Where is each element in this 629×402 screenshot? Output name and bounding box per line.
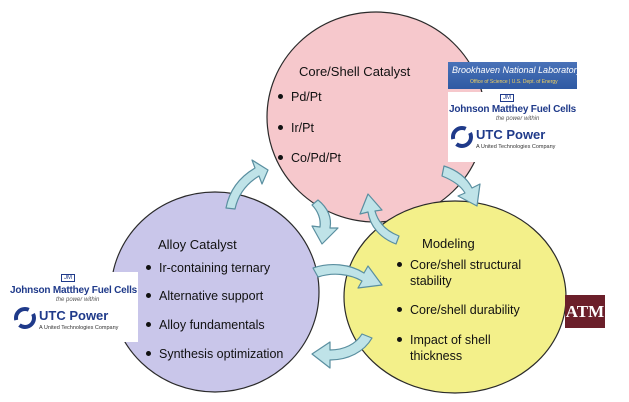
arrow-core-to-alloy-upper xyxy=(225,159,269,210)
alloy-item: Alternative support xyxy=(146,289,263,305)
modeling-item-label: Core/shell structural stability xyxy=(410,258,522,288)
brookhaven-logo-name: Brookhaven National Laboratory xyxy=(452,65,582,75)
jm-mark-icon: JM xyxy=(61,274,75,282)
partner-logos-top: JM Johnson Matthey Fuel Cells the power … xyxy=(448,92,580,162)
jm-logo-name: Johnson Matthey Fuel Cells xyxy=(10,285,138,296)
bullet-icon xyxy=(397,307,402,313)
alloy-item-label: Alternative support xyxy=(159,289,264,303)
core-shell-item: Pd/Pt xyxy=(278,90,322,106)
modeling-item: Impact of shell thickness xyxy=(397,333,520,364)
alloy-item: Synthesis optimization xyxy=(146,347,283,363)
modeling-item-label: Impact of shell thickness xyxy=(410,333,491,363)
core-shell-item: Ir/Pt xyxy=(278,121,314,137)
alloy-item-label: Ir-containing ternary xyxy=(159,261,271,275)
bullet-icon xyxy=(397,262,402,268)
utc-logo-sub: A United Technologies Company xyxy=(476,144,556,150)
core-shell-item-label: Pd/Pt xyxy=(291,90,322,104)
modeling-title: Modeling xyxy=(422,236,475,251)
bullet-icon xyxy=(278,155,283,161)
arrow-modeling-to-alloy-lower xyxy=(311,333,373,369)
alloy-item: Alloy fundamentals xyxy=(146,318,265,334)
bullet-icon xyxy=(146,293,151,299)
modeling-item: Core/shell structural stability xyxy=(397,258,560,289)
utc-logo-name: UTC Power xyxy=(39,308,109,323)
utc-logo-name: UTC Power xyxy=(476,127,546,142)
utc-swirl-icon xyxy=(451,126,473,148)
alloy-item-label: Synthesis optimization xyxy=(159,347,284,361)
arrow-core-to-modeling-upper xyxy=(441,165,481,207)
brookhaven-logo-sub: Office of Science | U.S. Dept. of Energy xyxy=(470,79,558,85)
alloy-item-label: Alloy fundamentals xyxy=(159,318,265,332)
arrow-core-to-alloy-lower xyxy=(311,199,339,245)
core-shell-item-label: Ir/Pt xyxy=(291,121,314,135)
bullet-icon xyxy=(278,125,283,131)
modeling-item-label: Core/shell durability xyxy=(410,303,520,317)
utc-logo-sub: A United Technologies Company xyxy=(39,325,119,331)
jm-mark-icon: JM xyxy=(500,94,514,102)
jm-logo-tagline: the power within xyxy=(496,116,540,122)
bullet-icon xyxy=(146,322,151,328)
bullet-icon xyxy=(146,351,151,357)
alloy-title: Alloy Catalyst xyxy=(158,237,237,252)
texas-am-logo: ATM xyxy=(565,295,605,328)
bullet-icon xyxy=(146,265,151,271)
core-shell-item-label: Co/Pd/Pt xyxy=(291,151,342,165)
arrow-modeling-to-alloy-upper xyxy=(312,263,383,289)
modeling-item: Core/shell durability xyxy=(397,303,560,319)
core-shell-item: Co/Pd/Pt xyxy=(278,151,341,167)
arrow-modeling-to-core-lower xyxy=(359,193,400,245)
core-shell-title: Core/Shell Catalyst xyxy=(299,64,411,79)
brookhaven-logo: Brookhaven National Laboratory Office of… xyxy=(448,62,581,89)
alloy-item: Ir-containing ternary xyxy=(146,261,270,277)
jm-logo-name: Johnson Matthey Fuel Cells xyxy=(449,104,577,115)
partner-logos-left: JM Johnson Matthey Fuel Cells the power … xyxy=(6,272,138,342)
jm-logo-tagline: the power within xyxy=(56,297,100,303)
utc-swirl-icon xyxy=(14,307,36,329)
bullet-icon xyxy=(397,337,402,343)
bullet-icon xyxy=(278,94,283,100)
